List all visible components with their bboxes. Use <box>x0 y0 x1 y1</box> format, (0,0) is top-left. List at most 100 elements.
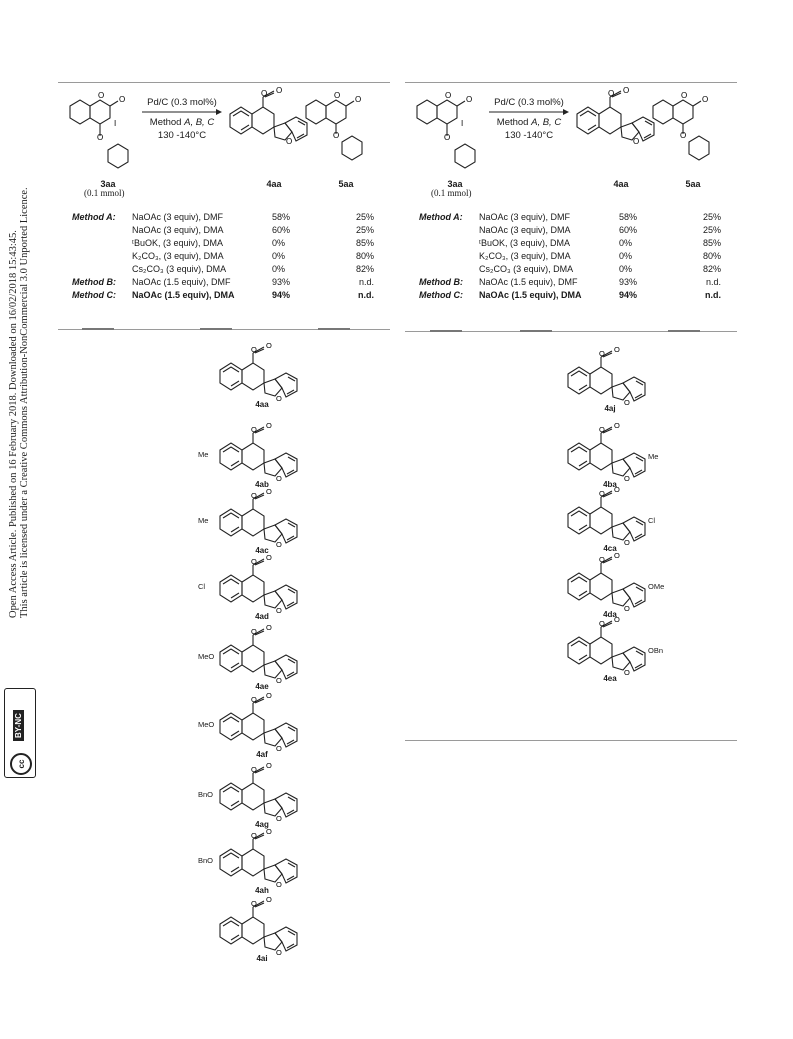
method-y4: 58% <box>619 212 638 222</box>
svg-text:O: O <box>680 131 686 140</box>
product-label: 4ac <box>255 546 269 555</box>
reaction-scheme-left: O O O I O O O O O O Pd/C (0.3 mol%) Meth… <box>58 84 390 204</box>
reaction-method: Method A, B, C <box>496 117 562 128</box>
svg-text:O: O <box>251 345 257 354</box>
reactant-label: 3aa <box>100 179 116 189</box>
substituent-label: BnO <box>198 856 214 865</box>
method-y4: 58% <box>272 212 291 222</box>
cc-license-badge[interactable]: BY-NC cc <box>4 688 36 778</box>
svg-text:O: O <box>276 540 282 548</box>
svg-text:O: O <box>614 421 620 430</box>
svg-text:O: O <box>266 895 272 904</box>
method-y5: 25% <box>702 225 721 235</box>
method-y5: 25% <box>355 225 374 235</box>
substituent-label: MeO <box>198 652 215 661</box>
svg-text:O: O <box>266 553 272 562</box>
license-notice[interactable]: This article is licensed under a Creativ… <box>19 187 30 618</box>
svg-text:O: O <box>614 345 620 354</box>
method-cond: NaOAc (3 equiv), DMF <box>479 212 571 222</box>
method-cond: ᵗBuOK, (3 equiv), DMA <box>479 238 571 248</box>
method-cond: ᵗBuOK, (3 equiv), DMA <box>132 238 224 248</box>
method-label <box>419 238 479 251</box>
product-label: 4ad <box>255 612 269 621</box>
svg-text:O: O <box>276 676 282 684</box>
method-label <box>72 225 132 238</box>
reactant-amount: (0.1 mmol) <box>84 188 125 198</box>
reaction-method: Method A, B, C <box>149 117 215 128</box>
method-y4: 94% <box>272 290 291 300</box>
svg-text:O: O <box>251 425 257 434</box>
substituent-label: Cl <box>648 516 656 525</box>
reactant-amount: (0.1 mmol) <box>431 188 472 198</box>
svg-text:O: O <box>266 761 272 770</box>
reaction-temperature: 130 -140°C <box>504 130 554 141</box>
bottom-rule-right <box>405 331 737 332</box>
reactant-label: 3aa <box>447 179 463 189</box>
svg-text:O: O <box>608 89 614 98</box>
svg-text:O: O <box>445 91 451 100</box>
method-y4: 0% <box>619 264 633 274</box>
svg-text:O: O <box>599 489 605 498</box>
svg-text:O: O <box>276 814 282 822</box>
iodine-label: I <box>114 119 116 128</box>
reaction-diagram: O O O I O O O O O O <box>69 86 363 169</box>
top-rule-right <box>405 82 737 83</box>
method-y5: 85% <box>355 238 374 248</box>
method-y4: 60% <box>272 225 291 235</box>
svg-text:O: O <box>251 627 257 636</box>
product-label: 4aa <box>613 179 629 189</box>
svg-text:O: O <box>624 538 630 546</box>
product-label: 4da <box>603 610 617 619</box>
method-label: Method C: <box>72 290 116 300</box>
substituent-label: Me <box>198 516 209 525</box>
method-y5: n.d. <box>358 277 374 287</box>
reaction-conditions: Pd/C (0.3 mol%) <box>147 97 217 108</box>
substituent-label: Me <box>648 452 659 461</box>
top-rule-left <box>58 82 390 83</box>
byproduct-label: 5aa <box>685 179 701 189</box>
svg-text:O: O <box>333 131 339 140</box>
svg-text:O: O <box>276 880 282 888</box>
svg-text:O: O <box>286 137 292 146</box>
reaction-diagram: O O O I O O O O O O <box>416 86 710 169</box>
method-y5: 80% <box>355 251 374 261</box>
product-label: 4ag <box>255 820 269 829</box>
substituent-label: MeO <box>198 720 215 729</box>
method-y4: 0% <box>272 251 286 261</box>
method-y5: 85% <box>702 238 721 248</box>
svg-text:O: O <box>266 341 272 350</box>
method-y4: 0% <box>619 238 633 248</box>
svg-text:I: I <box>461 119 463 128</box>
svg-text:O: O <box>266 827 272 836</box>
substituent-label: OMe <box>648 582 665 591</box>
method-cond: NaOAc (1.5 equiv), DMA <box>132 290 235 300</box>
method-cond: NaOAc (3 equiv), DMF <box>132 212 224 222</box>
svg-text:O: O <box>276 744 282 752</box>
svg-text:O: O <box>334 91 340 100</box>
method-y5: n.d. <box>358 290 374 300</box>
method-cond: NaOAc (3 equiv), DMA <box>132 225 224 235</box>
product-label: 4ab <box>255 480 269 489</box>
svg-text:O: O <box>623 86 629 95</box>
svg-text:O: O <box>702 95 708 104</box>
product-label: 4aa <box>255 400 269 409</box>
substituent-label: Me <box>198 450 209 459</box>
svg-text:O: O <box>276 394 282 402</box>
svg-text:O: O <box>624 668 630 676</box>
svg-text:O: O <box>119 95 125 104</box>
method-cond: NaOAc (1.5 equiv), DMF <box>132 277 231 287</box>
svg-text:O: O <box>599 619 605 628</box>
svg-text:O: O <box>251 557 257 566</box>
product-label: 4ca <box>603 544 617 553</box>
publication-notice: Open Access Article. Published on 16 Feb… <box>8 230 19 618</box>
cc-badge-text: BY-NC <box>13 710 24 741</box>
